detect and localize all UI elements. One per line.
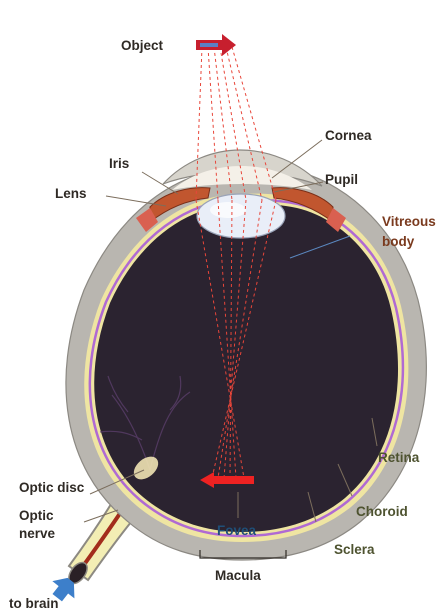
vitreous-label-line2: body [382,234,415,249]
crystalline-lens [197,194,285,238]
sclera-label: Sclera [334,542,375,557]
lens-label: Lens [55,186,87,201]
to-brain-label: to brain [9,596,59,611]
cornea-label: Cornea [325,128,372,143]
fovea-label: Fovea [217,523,257,538]
iris-label: Iris [109,156,129,171]
optic-nerve-label-line1: Optic [19,508,54,523]
vitreous-label-line1: Vitreous [382,214,436,229]
lens-highlight [210,202,246,218]
object-arrow [196,34,236,56]
pupil-label: Pupil [325,172,358,187]
retina-label: Retina [378,450,420,465]
macula-label: Macula [215,568,261,583]
choroid-label: Choroid [356,504,408,519]
optic-disc-label: Optic disc [19,480,85,495]
object-label: Object [121,38,164,53]
optic-nerve-label-line2: nerve [19,526,56,541]
